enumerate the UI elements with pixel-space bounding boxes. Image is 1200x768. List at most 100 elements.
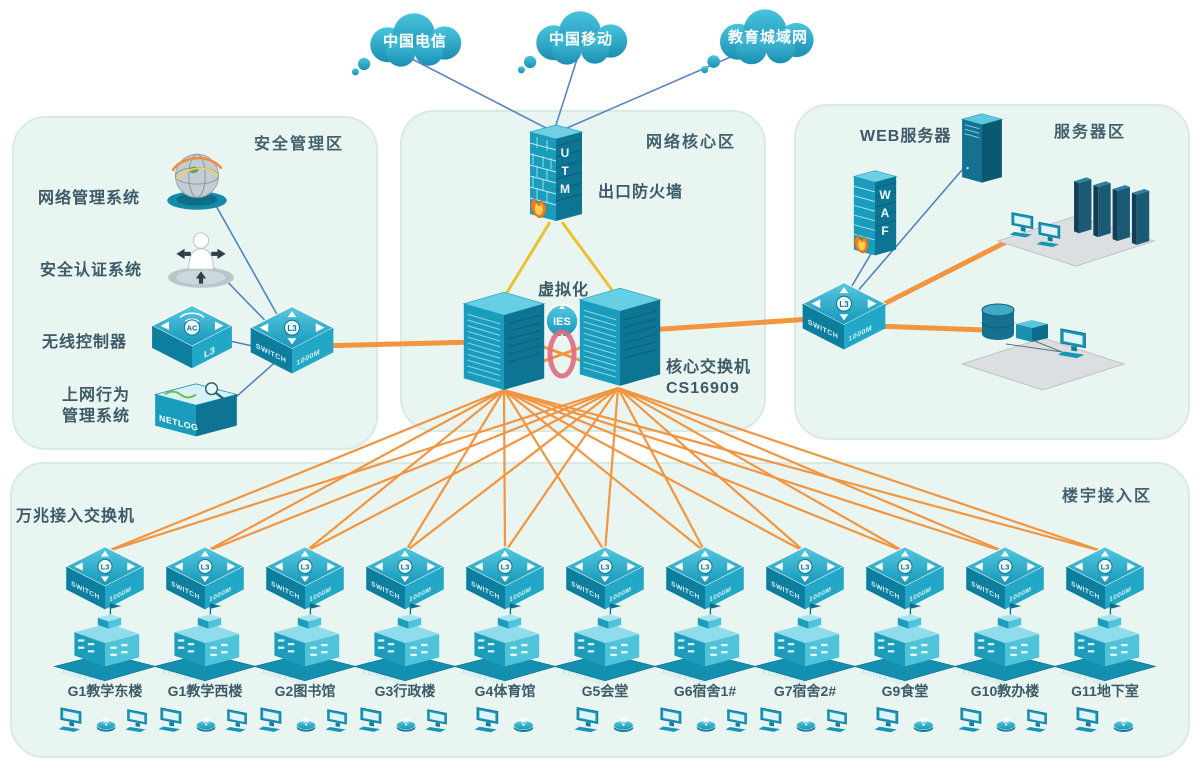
building-column: G7宿舍2# bbox=[757, 545, 853, 745]
wireless-ap-icon bbox=[910, 709, 937, 734]
label-virtualization: 虚拟化 bbox=[538, 282, 590, 299]
server-l3-switch-icon bbox=[800, 280, 888, 352]
building-icon bbox=[251, 601, 359, 685]
building-label: G7宿舍2# bbox=[773, 683, 837, 699]
building-column: G9食堂 bbox=[857, 545, 953, 745]
waf-icon bbox=[850, 168, 900, 262]
building-icon bbox=[551, 601, 659, 685]
building-column: G4体育馆 bbox=[457, 545, 553, 745]
zone-network-core: 网络核心区 bbox=[400, 110, 766, 432]
wireless-ap-icon bbox=[993, 709, 1019, 734]
wireless-ap-icon bbox=[1110, 709, 1137, 734]
pc-icon bbox=[757, 705, 788, 734]
zone-security-title: 安全管理区 bbox=[253, 136, 344, 153]
wireless-ap-icon bbox=[693, 709, 719, 734]
wireless-controller-icon bbox=[148, 302, 236, 370]
wireless-ap-icon bbox=[610, 709, 637, 734]
building-icon bbox=[51, 601, 159, 685]
wireless-ap-icon bbox=[93, 709, 119, 734]
label-netlog-system: 上网行为 管理系统 bbox=[62, 387, 131, 425]
building-icon bbox=[1051, 601, 1159, 685]
zone-server-title: 服务器区 bbox=[1053, 124, 1126, 141]
label-10g-access-switch: 万兆接入交换机 bbox=[16, 508, 136, 525]
pc-icon bbox=[1073, 705, 1105, 734]
building-column: G5会堂 bbox=[557, 545, 653, 745]
wireless-ap-icon bbox=[793, 709, 819, 734]
building-icon bbox=[451, 601, 559, 685]
building-label: G3行政楼 bbox=[374, 683, 436, 699]
cloud-label-mobile: 中国移动 bbox=[548, 31, 613, 48]
building-column: G10教办楼 bbox=[957, 545, 1053, 745]
cloud-label-telecom: 中国电信 bbox=[382, 33, 447, 50]
label-web-server: WEB服务器 bbox=[860, 128, 952, 145]
server-rack-group-icon bbox=[992, 162, 1160, 268]
core-switch-left-icon bbox=[460, 288, 548, 396]
utm-device-label: UTM bbox=[558, 146, 572, 200]
building-devices bbox=[457, 705, 553, 734]
label-wireless-controller: 无线控制器 bbox=[42, 334, 128, 351]
building-label: G9食堂 bbox=[881, 683, 929, 699]
building-devices bbox=[157, 705, 253, 734]
pc-icon bbox=[657, 705, 688, 734]
person-auth-icon bbox=[162, 226, 240, 292]
globe-icon bbox=[158, 148, 236, 214]
building-icon bbox=[951, 601, 1059, 685]
building-label: G2图书馆 bbox=[274, 683, 336, 699]
pc-icon bbox=[257, 705, 288, 734]
wireless-ap-icon bbox=[510, 709, 537, 734]
building-devices bbox=[1057, 705, 1153, 734]
storage-group-icon bbox=[958, 282, 1128, 392]
building-label: G4体育馆 bbox=[474, 683, 536, 699]
wireless-ap-icon bbox=[193, 709, 219, 734]
label-network-management: 网络管理系统 bbox=[38, 190, 141, 207]
core-switch-right-icon bbox=[576, 284, 664, 392]
waf-device-label: WAF bbox=[878, 188, 892, 242]
wireless-ap-icon bbox=[293, 709, 319, 734]
building-column: G3行政楼 bbox=[357, 545, 453, 745]
building-column: G6宿舍1# bbox=[657, 545, 753, 745]
building-label: G1教学东楼 bbox=[67, 683, 143, 699]
building-column: G11地下室 bbox=[1057, 545, 1153, 745]
building-label: G6宿舍1# bbox=[673, 683, 737, 699]
building-label: G5会堂 bbox=[581, 683, 629, 699]
pc-icon bbox=[57, 705, 88, 734]
building-label: G1教学西楼 bbox=[167, 683, 243, 699]
building-column: G2图书馆 bbox=[257, 545, 353, 745]
security-l3-switch-icon bbox=[248, 304, 336, 376]
building-devices bbox=[957, 705, 1053, 734]
building-icon bbox=[151, 601, 259, 685]
building-devices bbox=[257, 705, 353, 734]
building-devices bbox=[557, 705, 653, 734]
pc-icon bbox=[1024, 707, 1053, 734]
pc-icon bbox=[473, 705, 505, 734]
building-devices bbox=[757, 705, 853, 734]
pc-icon bbox=[124, 707, 153, 734]
building-devices bbox=[357, 705, 453, 734]
irf-ring-icon bbox=[547, 329, 577, 379]
building-column: G1教学西楼 bbox=[157, 545, 253, 745]
zone-core-title: 网络核心区 bbox=[645, 134, 736, 151]
pc-icon bbox=[224, 707, 253, 734]
building-icon bbox=[751, 601, 859, 685]
pc-icon bbox=[824, 707, 853, 734]
utm-firewall-icon bbox=[524, 122, 588, 228]
pc-icon bbox=[424, 707, 453, 734]
pc-icon bbox=[573, 705, 605, 734]
pc-icon bbox=[724, 707, 753, 734]
building-icon bbox=[651, 601, 759, 685]
netlog-icon bbox=[150, 378, 242, 448]
pc-icon bbox=[357, 705, 388, 734]
label-security-auth: 安全认证系统 bbox=[40, 262, 143, 279]
pc-icon bbox=[324, 707, 353, 734]
building-column: G1教学东楼 bbox=[57, 545, 153, 745]
label-core-switch: 核心交换机 CS16909 bbox=[666, 359, 752, 397]
building-label: G11地下室 bbox=[1071, 683, 1139, 699]
building-devices bbox=[657, 705, 753, 734]
pc-icon bbox=[873, 705, 905, 734]
building-icon bbox=[351, 601, 459, 685]
wireless-ap-icon bbox=[393, 709, 419, 734]
cloud-label-edu-man: 教育城域网 bbox=[727, 29, 808, 46]
zone-access-title: 楼宇接入区 bbox=[1061, 488, 1152, 505]
pc-icon bbox=[157, 705, 188, 734]
